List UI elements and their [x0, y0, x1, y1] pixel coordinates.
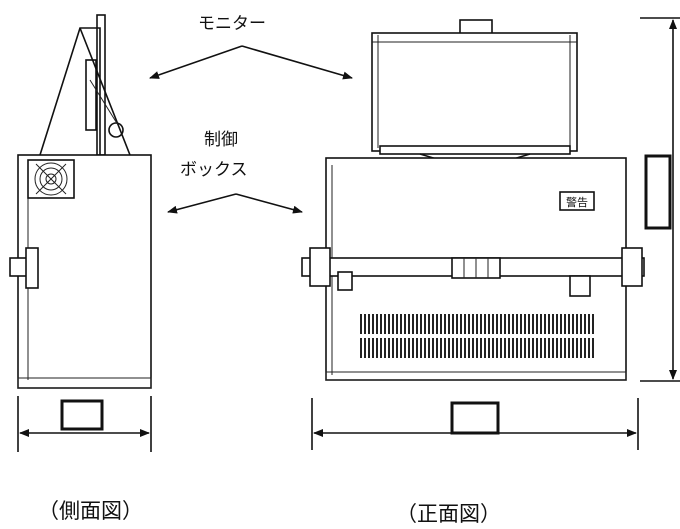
control-box-callout — [167, 193, 303, 214]
side-view — [9, 14, 152, 452]
arrow-icon — [149, 45, 243, 79]
side-monitor — [39, 14, 131, 156]
vent-row-lower — [358, 338, 594, 358]
monitor-callout — [149, 45, 353, 80]
vent-row-upper — [358, 314, 594, 334]
front-height-dimension — [640, 17, 680, 382]
front-view-caption: （正面図） — [396, 502, 501, 526]
dimension-value-box — [644, 154, 672, 230]
arrow-icon — [235, 193, 303, 214]
front-rail — [301, 247, 645, 297]
fan-icon — [27, 159, 75, 199]
side-control-box — [17, 154, 152, 389]
monitor-label: モニター — [198, 14, 266, 34]
svg-text:警告: 警告 — [566, 195, 588, 209]
side-width-dimension — [17, 396, 152, 452]
control-box-label-line2: ボックス — [180, 160, 248, 180]
side-view-caption: （側面図） — [38, 499, 143, 523]
panel-tag: 警告 — [559, 191, 595, 211]
arrow-icon — [241, 45, 353, 80]
front-view: 警告 — [301, 17, 680, 450]
dimension-value-box — [450, 401, 500, 435]
control-box-label-line1: 制御 — [204, 130, 238, 150]
front-monitor — [371, 19, 578, 161]
arrow-icon — [167, 193, 237, 214]
side-handle — [9, 247, 39, 289]
dimension-value-box — [60, 399, 104, 431]
front-width-dimension — [311, 398, 639, 450]
